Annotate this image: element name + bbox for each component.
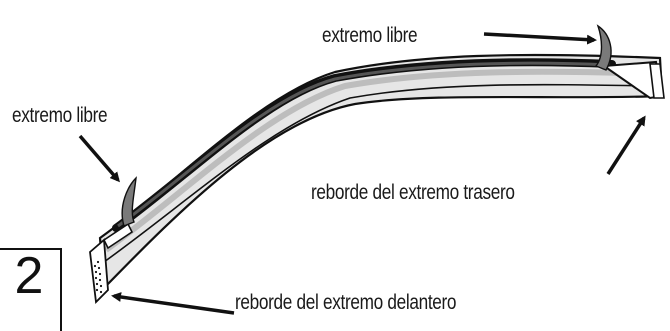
label-free-end-left: extremo libre — [12, 104, 108, 127]
front-flange-dots — [93, 260, 103, 294]
arrow-rear-flange — [606, 115, 646, 175]
deflector-lower-edge — [103, 83, 653, 263]
step-number: 2 — [14, 247, 44, 305]
arrow-front-flange — [111, 292, 235, 315]
front-flange — [89, 238, 109, 304]
arrow-free-end-left — [78, 134, 120, 183]
label-free-end-top: extremo libre — [322, 24, 418, 47]
free-end-tape-left — [121, 176, 137, 227]
rear-flange — [649, 63, 665, 99]
adhesive-tape-core — [117, 61, 611, 228]
arrow-free-end-top — [483, 32, 597, 45]
step-box — [0, 248, 62, 331]
front-end-tab — [102, 222, 134, 250]
deflector-shading — [104, 68, 656, 253]
label-front-flange: reborde del extremo delantero — [235, 291, 457, 314]
free-end-tape-top — [594, 24, 612, 71]
label-rear-flange: reborde del extremo trasero — [311, 181, 515, 204]
